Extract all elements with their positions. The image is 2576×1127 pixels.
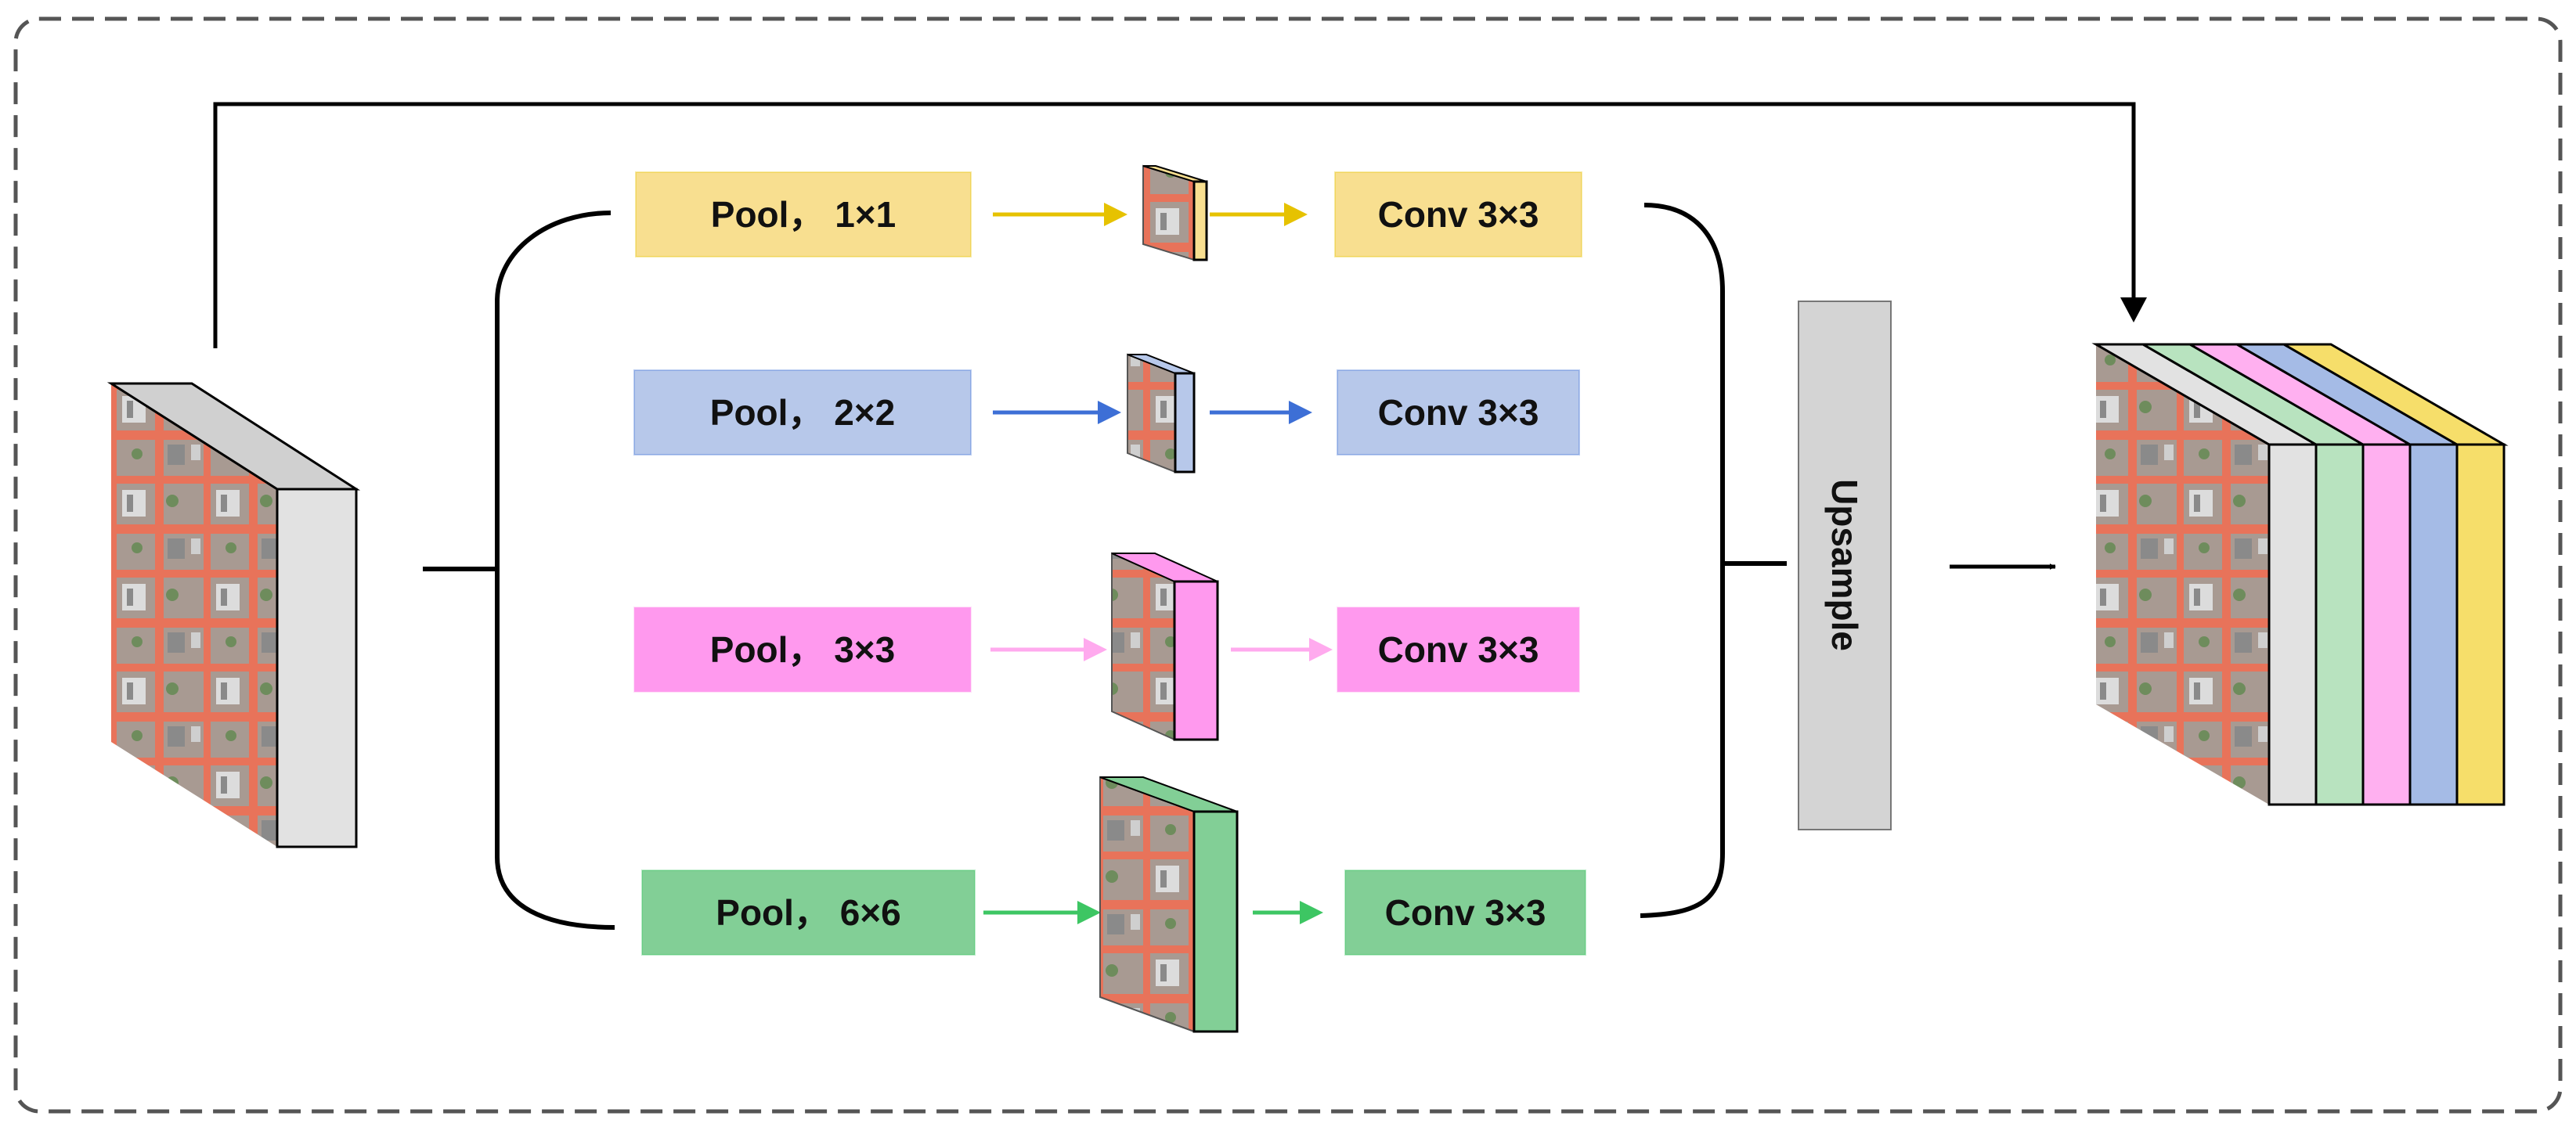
left-bracket [495,211,615,930]
pool-box [633,607,972,693]
output-layer-3 [2361,443,2412,806]
input-side-face [276,488,358,848]
skip-arrowhead [2120,297,2147,322]
map-to-conv-arrow [1210,203,1308,226]
pool-label: Pool， 2×2 [710,392,895,433]
pooled-feature-map [1142,164,1208,261]
conv-box [1344,870,1586,956]
pool-label: Pool， 6×6 [716,892,900,933]
upsample-block [1798,301,1892,830]
pool-box [635,171,972,257]
conv-box [1337,369,1580,455]
branch-pool3: Pool， 3×3 Conv 3×3 [633,552,1580,741]
output-layer-4 [2408,443,2459,806]
upsample-label: Upsample [1824,479,1865,651]
input-feature-map [106,382,361,848]
branch-pool2: Pool， 2×2 Conv 3×3 [633,353,1580,473]
pool-to-map-arrow [993,401,1121,424]
pool-box [633,369,972,455]
pool-box [641,870,976,956]
pooled-feature-map [1127,353,1196,473]
branch-pool1: Pool， 1×1 Conv 3×3 [635,164,1582,261]
output-layer-1 [2268,443,2318,806]
map-to-conv-arrow [1231,638,1333,661]
pool-label: Pool， 3×3 [710,629,895,670]
branch-pool6: Pool， 6×6 Conv 3×3 [641,776,1586,1033]
skip-connection [213,102,2136,348]
conv-label: Conv 3×3 [1378,629,1539,670]
conv-label: Conv 3×3 [1378,392,1539,433]
pooled-feature-map [1111,552,1219,741]
pool-to-map-arrow [990,638,1107,661]
output-layer-5 [2455,443,2506,806]
pool-to-map-arrow [993,203,1127,226]
conv-box [1337,607,1580,693]
map-to-conv-arrow [1253,901,1323,924]
map-to-conv-arrow [1210,401,1312,424]
pool-to-map-arrow [983,901,1101,924]
conv-label: Conv 3×3 [1385,892,1546,933]
conv-box [1334,171,1582,257]
conv-label: Conv 3×3 [1378,194,1539,235]
pool-label: Pool， 1×1 [711,194,896,235]
output-layer-2 [2314,443,2365,806]
output-feature-map [2091,343,2509,806]
right-bracket [1640,203,1725,918]
pooled-feature-map [1099,776,1239,1033]
